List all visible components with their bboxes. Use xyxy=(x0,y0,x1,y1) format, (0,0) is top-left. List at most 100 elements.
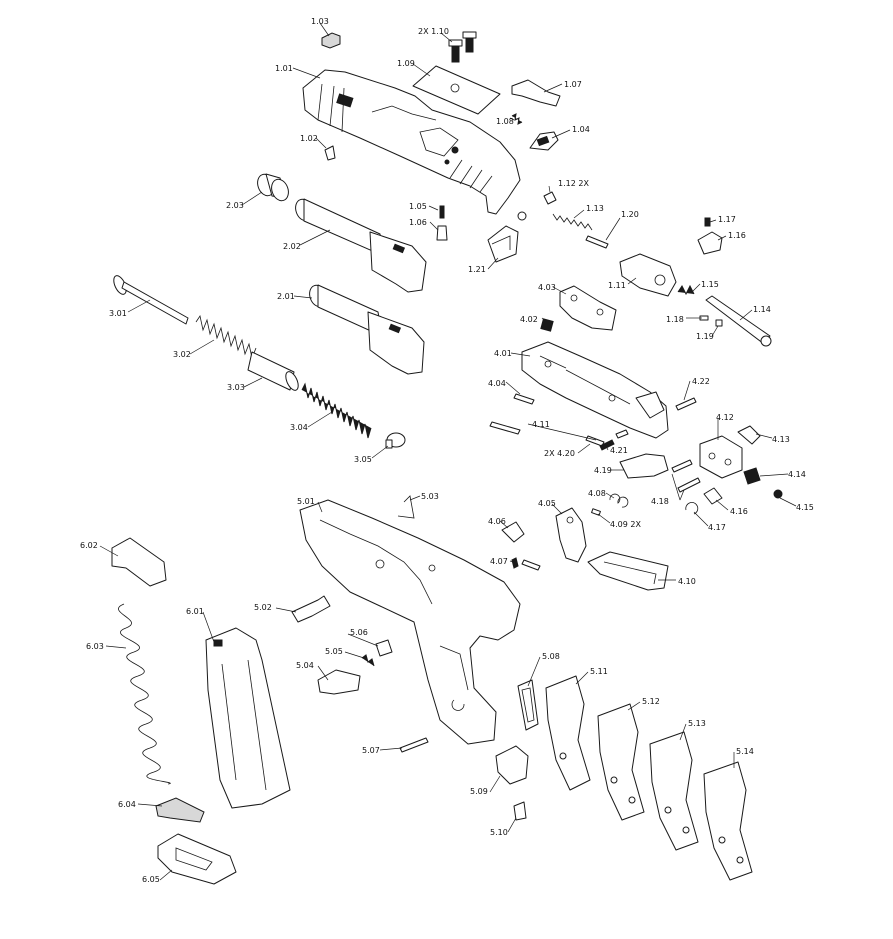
label-4-20: 2X 4.20 xyxy=(544,449,575,458)
part-5-13-grip xyxy=(649,731,699,851)
label-5-13: 5.13 xyxy=(688,719,706,728)
label-4-14: 4.14 xyxy=(788,470,806,479)
label-4-16: 4.16 xyxy=(730,507,748,516)
label-1-02: 1.02 xyxy=(300,134,318,143)
label-3-01: 3.01 xyxy=(109,309,127,318)
part-5-06-catch xyxy=(375,639,393,657)
label-4-21: 4.21 xyxy=(610,446,628,455)
label-5-02: 5.02 xyxy=(254,603,272,612)
label-5-04: 5.04 xyxy=(296,661,314,670)
part-1-10-screws xyxy=(448,31,477,63)
label-4-17: 4.17 xyxy=(708,523,726,532)
fire-control-group xyxy=(489,285,783,591)
label-4-08: 4.08 xyxy=(588,489,606,498)
part-5-11-grip xyxy=(545,675,591,791)
part-4-14-sear xyxy=(743,467,761,485)
label-5-08: 5.08 xyxy=(542,652,560,661)
part-1-01-slide xyxy=(302,69,521,215)
part-5-10-pin xyxy=(513,801,527,821)
label-1-19: 1.19 xyxy=(696,332,714,341)
label-5-03: 5.03 xyxy=(421,492,439,501)
part-5-09-block xyxy=(495,745,529,785)
part-3-02-spring xyxy=(195,314,257,360)
label-4-04: 4.04 xyxy=(488,379,506,388)
label-5-10: 5.10 xyxy=(490,828,508,837)
label-1-03: 1.03 xyxy=(311,17,329,26)
label-4-13: 4.13 xyxy=(772,435,790,444)
part-4-04-pin xyxy=(513,393,535,405)
label-1-08: 1.08 xyxy=(496,117,514,126)
label-1-11: 1.11 xyxy=(608,281,626,290)
part-1-09-optic-plate xyxy=(412,65,501,115)
label-5-12: 5.12 xyxy=(642,697,660,706)
label-1-16: 1.16 xyxy=(728,231,746,240)
part-3-04-spring xyxy=(301,382,372,439)
label-5-05: 5.05 xyxy=(325,647,343,656)
label-3-03: 3.03 xyxy=(227,383,245,392)
label-1-04: 1.04 xyxy=(572,125,590,134)
label-4-02: 4.02 xyxy=(520,315,538,324)
part-4-15-screw xyxy=(773,489,783,499)
frame-group xyxy=(291,495,753,881)
part-1-08-spring xyxy=(511,113,523,125)
part-3-05-cap xyxy=(385,432,406,449)
label-4-05: 4.05 xyxy=(538,499,556,508)
label-6-05: 6.05 xyxy=(142,875,160,884)
part-5-14-grip xyxy=(703,761,753,881)
label-6-04: 6.04 xyxy=(118,800,136,809)
label-4-01: 4.01 xyxy=(494,349,512,358)
part-1-16-block xyxy=(697,231,723,255)
part-5-01-frame xyxy=(299,499,521,745)
label-4-11: 4.11 xyxy=(532,420,550,429)
part-6-01-magazine xyxy=(205,627,291,809)
part-1-09-hole xyxy=(450,83,460,93)
recoil-group xyxy=(113,275,406,449)
part-1-12-pin xyxy=(543,191,557,205)
label-1-01: 1.01 xyxy=(275,64,293,73)
part-5-04-release xyxy=(317,669,361,695)
label-1-18: 1.18 xyxy=(666,315,684,324)
label-5-11: 5.11 xyxy=(590,667,608,676)
part-5-12-grip xyxy=(597,703,645,821)
part-2-03-bushing xyxy=(257,173,289,202)
part-2-01-barrel xyxy=(309,284,425,375)
part-4-19-lever xyxy=(619,453,669,479)
label-5-07: 5.07 xyxy=(362,746,380,755)
part-4-09-pin xyxy=(591,508,601,516)
label-4-06: 4.06 xyxy=(488,517,506,526)
part-5-08-insert xyxy=(517,679,539,731)
part-4-01-housing xyxy=(521,341,669,439)
label-4-18: 4.18 xyxy=(651,497,669,506)
part-1-15-spring xyxy=(677,284,695,296)
label-4-03: 4.03 xyxy=(538,283,556,292)
label-4-07: 4.07 xyxy=(490,557,508,566)
label-1-09: 1.09 xyxy=(397,59,415,68)
part-4-05-trigger xyxy=(555,507,587,563)
part-6-03-spring xyxy=(118,603,171,785)
label-4-09: 4.09 2X xyxy=(610,520,641,529)
label-1-17: 1.17 xyxy=(718,215,736,224)
label-1-05: 1.05 xyxy=(409,202,427,211)
part-3-03-tube xyxy=(247,351,299,391)
part-labels: 1.01 1.03 1.02 2X 1.10 1.09 1.07 1.08 1.… xyxy=(80,17,814,884)
label-5-06: 5.06 xyxy=(350,628,368,637)
part-1-11-striker-housing xyxy=(619,253,677,297)
label-2-02: 2.02 xyxy=(283,242,301,251)
label-3-02: 3.02 xyxy=(173,350,191,359)
label-1-14: 1.14 xyxy=(753,305,771,314)
part-4-16-cam xyxy=(703,487,723,505)
slide-group xyxy=(302,31,772,347)
part-4-13-lever xyxy=(737,425,761,445)
label-1-10: 2X 1.10 xyxy=(418,27,449,36)
part-4-08-spring xyxy=(609,493,629,508)
label-1-06: 1.06 xyxy=(409,218,427,227)
part-4-12-plate xyxy=(699,435,743,479)
part-1-14-striker xyxy=(705,295,771,345)
part-4-17-spring xyxy=(685,502,699,515)
part-4-10-trigger-bar xyxy=(587,551,669,591)
label-1-07: 1.07 xyxy=(564,80,582,89)
label-4-10: 4.10 xyxy=(678,577,696,586)
barrel-group xyxy=(257,173,427,375)
label-1-20: 1.20 xyxy=(621,210,639,219)
